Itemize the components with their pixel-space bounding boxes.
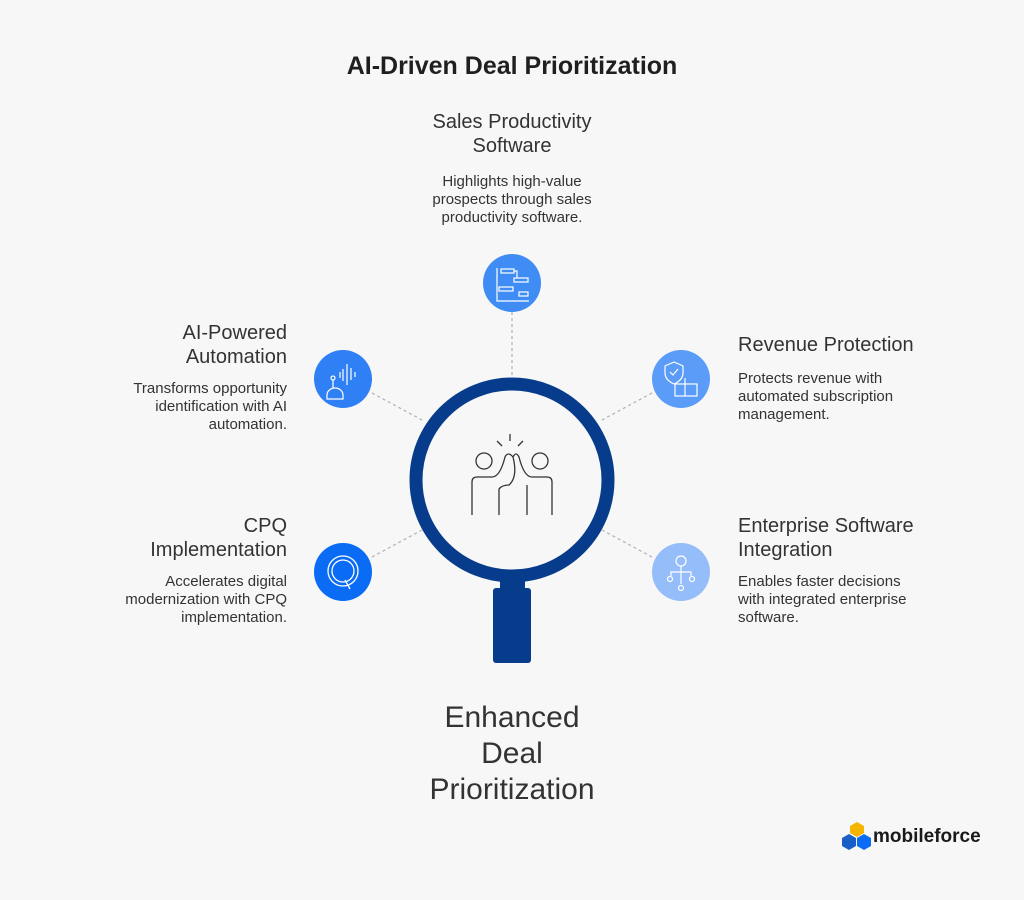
description-line: with integrated enterprise bbox=[738, 591, 907, 608]
network-people-icon bbox=[652, 543, 710, 601]
heading-line: Software bbox=[472, 135, 552, 157]
heading-line: CPQ bbox=[243, 515, 287, 537]
center-label: Enhanced Deal Prioritization bbox=[312, 700, 712, 808]
description-line: management. bbox=[738, 406, 830, 423]
description-line: prospects through sales bbox=[432, 191, 592, 208]
center-label-line: Deal bbox=[481, 737, 543, 770]
center-label-line: Enhanced bbox=[444, 701, 580, 734]
magnifier-icon bbox=[409, 377, 615, 663]
connector-lines bbox=[371, 312, 653, 558]
item-revenue-protection: Revenue Protection Protects revenue with… bbox=[738, 333, 998, 424]
heading-line: Implementation bbox=[150, 539, 287, 561]
heading-line: AI-Powered bbox=[182, 322, 288, 344]
heading-line: Integration bbox=[738, 539, 833, 561]
description-line: Accelerates digital bbox=[165, 573, 287, 590]
description-line: Highlights high-value bbox=[442, 173, 582, 190]
page-title: AI-Driven Deal Prioritization bbox=[346, 52, 678, 80]
description-line: Protects revenue with bbox=[738, 370, 883, 387]
brand-logo-text: mobileforce bbox=[873, 826, 981, 847]
description-line: productivity software. bbox=[441, 209, 583, 226]
description-line: Transforms opportunity bbox=[133, 380, 287, 397]
shield-building-icon bbox=[652, 350, 710, 408]
robot-voice-icon bbox=[314, 350, 372, 408]
description-line: Enables faster decisions bbox=[738, 573, 901, 590]
description-line: implementation. bbox=[181, 609, 287, 626]
q-letter-icon bbox=[314, 543, 372, 601]
heading-line: Automation bbox=[185, 346, 287, 368]
description-line: software. bbox=[738, 609, 799, 626]
mobileforce-logo-icon bbox=[842, 822, 871, 850]
description-line: modernization with CPQ bbox=[125, 591, 287, 608]
heading-line: Sales Productivity bbox=[432, 111, 592, 133]
description-line: identification with AI bbox=[155, 398, 287, 415]
heading-line: Enterprise Software bbox=[738, 515, 914, 537]
item-heading: Revenue Protection bbox=[738, 333, 998, 357]
description-line: automated subscription bbox=[738, 388, 894, 405]
description-line: automation. bbox=[208, 416, 287, 433]
high-five-icon bbox=[471, 434, 553, 515]
heading-line: Revenue Protection bbox=[738, 334, 914, 356]
gantt-chart-icon bbox=[483, 254, 541, 312]
center-label-line: Prioritization bbox=[429, 773, 595, 806]
